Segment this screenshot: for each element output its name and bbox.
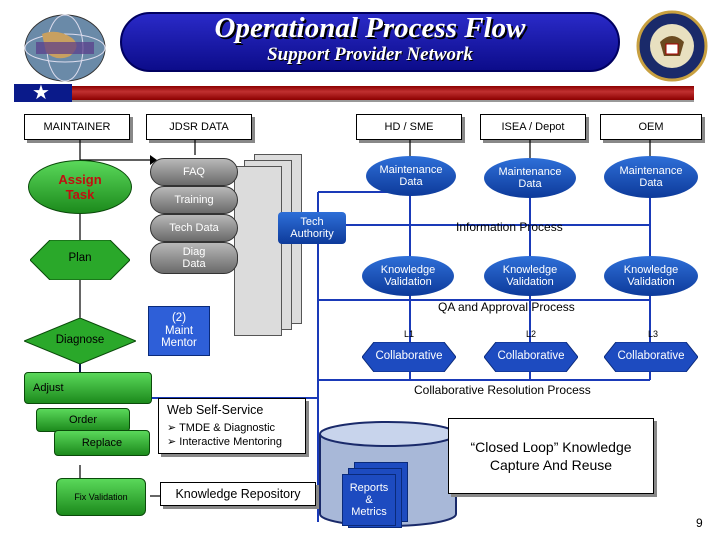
page-title: Operational Process Flow [214, 12, 526, 44]
level-l1: L1 [404, 329, 415, 339]
star-icon: ★ [32, 82, 50, 104]
collaborative-oem-label: Collaborative [617, 350, 685, 362]
knowledge-repository-label: Knowledge Repository [175, 487, 301, 501]
order-label: Order [68, 414, 98, 426]
adjust-label: Adjust [33, 382, 64, 394]
globe-logo-icon [24, 14, 106, 82]
collab-resolution-label: Collaborative Resolution Process [414, 383, 591, 397]
knowledge-validation-oem-label: Knowledge Validation [623, 263, 679, 288]
title-banner [120, 12, 620, 72]
collaborative-oem-node [604, 342, 698, 372]
diagnose-node [24, 318, 136, 364]
maint-mentor-label: (2) Maint Mentor [161, 312, 197, 350]
level-l3: L3 [648, 329, 659, 339]
knowledge-validation-oem: Knowledge Validation [604, 256, 698, 296]
header-isea: ISEA / Depot [480, 114, 586, 140]
jdsr-page-1 [234, 166, 282, 336]
maintenance-data-oem: Maintenance Data [604, 156, 698, 198]
replace-label: Replace [81, 437, 123, 449]
collaborative-isea-node [484, 342, 578, 372]
arrow-bullet-icon: ➢ [167, 436, 180, 448]
fix-validation-label: Fix Validation [74, 492, 128, 502]
level-l2: L2 [526, 329, 537, 339]
knowledge-validation-isea: Knowledge Validation [484, 256, 576, 296]
header-stripe [14, 86, 694, 100]
maint-mentor-box: (2) Maint Mentor [148, 306, 210, 356]
web-self-service-box: Web Self-Service ➢ TMDE & Diagnostic ➢ I… [158, 398, 306, 454]
plan-label: Plan [68, 252, 92, 264]
page-number: 9 [696, 516, 703, 530]
maintenance-data-hd: Maintenance Data [366, 156, 456, 196]
tech-authority-label: Tech Authority [290, 215, 334, 240]
diag-data-pill: Diag Data [150, 242, 238, 274]
web-bullet-2: ➢ Interactive Mentoring [167, 435, 282, 448]
training-label: Training [174, 193, 214, 206]
page-subtitle: Support Provider Network [267, 44, 473, 65]
maintenance-data-oem-label: Maintenance Data [619, 164, 683, 189]
order-node: Order [36, 408, 130, 432]
collaborative-hd-label: Collaborative [375, 350, 443, 362]
plan-node [30, 240, 130, 280]
knowledge-repository-box: Knowledge Repository [160, 482, 316, 506]
tech-data-pill: Tech Data [150, 214, 238, 242]
maintenance-data-isea: Maintenance Data [484, 158, 576, 198]
arrow-bullet-icon: ➢ [167, 422, 180, 434]
knowledge-validation-isea-label: Knowledge Validation [502, 263, 558, 288]
knowledge-validation-hd-label: Knowledge Validation [380, 263, 436, 288]
information-process-label: Information Process [456, 220, 563, 234]
collaborative-isea-label: Collaborative [497, 350, 565, 362]
header-oem: OEM [600, 114, 702, 140]
qa-process-label: QA and Approval Process [438, 300, 575, 314]
assign-task-label: Assign Task [58, 172, 102, 202]
fix-validation-node: Fix Validation [56, 478, 146, 516]
header-jdsr: JDSR DATA [146, 114, 252, 140]
faq-label: FAQ [182, 165, 205, 178]
training-pill: Training [150, 186, 238, 214]
maintenance-data-hd-label: Maintenance Data [379, 163, 443, 188]
web-self-service-title: Web Self-Service [167, 403, 264, 417]
header-maintainer: MAINTAINER [24, 114, 130, 140]
tech-authority-node: Tech Authority [278, 212, 346, 244]
adjust-node: Adjust [24, 372, 152, 404]
diag-data-label: Diag Data [182, 245, 206, 270]
faq-pill: FAQ [150, 158, 238, 186]
diagnose-label: Diagnose [55, 334, 105, 346]
reports-metrics-box: Reports & Metrics [342, 474, 396, 526]
web-bullet-1: ➢ TMDE & Diagnostic [167, 421, 275, 434]
replace-node: Replace [54, 430, 150, 456]
seal-logo-icon [636, 10, 708, 82]
tech-data-label: Tech Data [169, 221, 219, 234]
web-bullet-2-text: Interactive Mentoring [179, 436, 282, 448]
closed-loop-label: “Closed Loop” Knowledge Capture And Reus… [470, 438, 632, 473]
header-hd-sme: HD / SME [356, 114, 462, 140]
assign-task-node: Assign Task [28, 160, 132, 214]
collaborative-hd-node [362, 342, 456, 372]
flag-block [14, 84, 72, 102]
web-bullet-1-text: TMDE & Diagnostic [179, 422, 276, 434]
maintenance-data-isea-label: Maintenance Data [498, 165, 562, 190]
reports-metrics-label: Reports & Metrics [349, 481, 389, 519]
knowledge-validation-hd: Knowledge Validation [362, 256, 454, 296]
closed-loop-box: “Closed Loop” Knowledge Capture And Reus… [448, 418, 654, 494]
